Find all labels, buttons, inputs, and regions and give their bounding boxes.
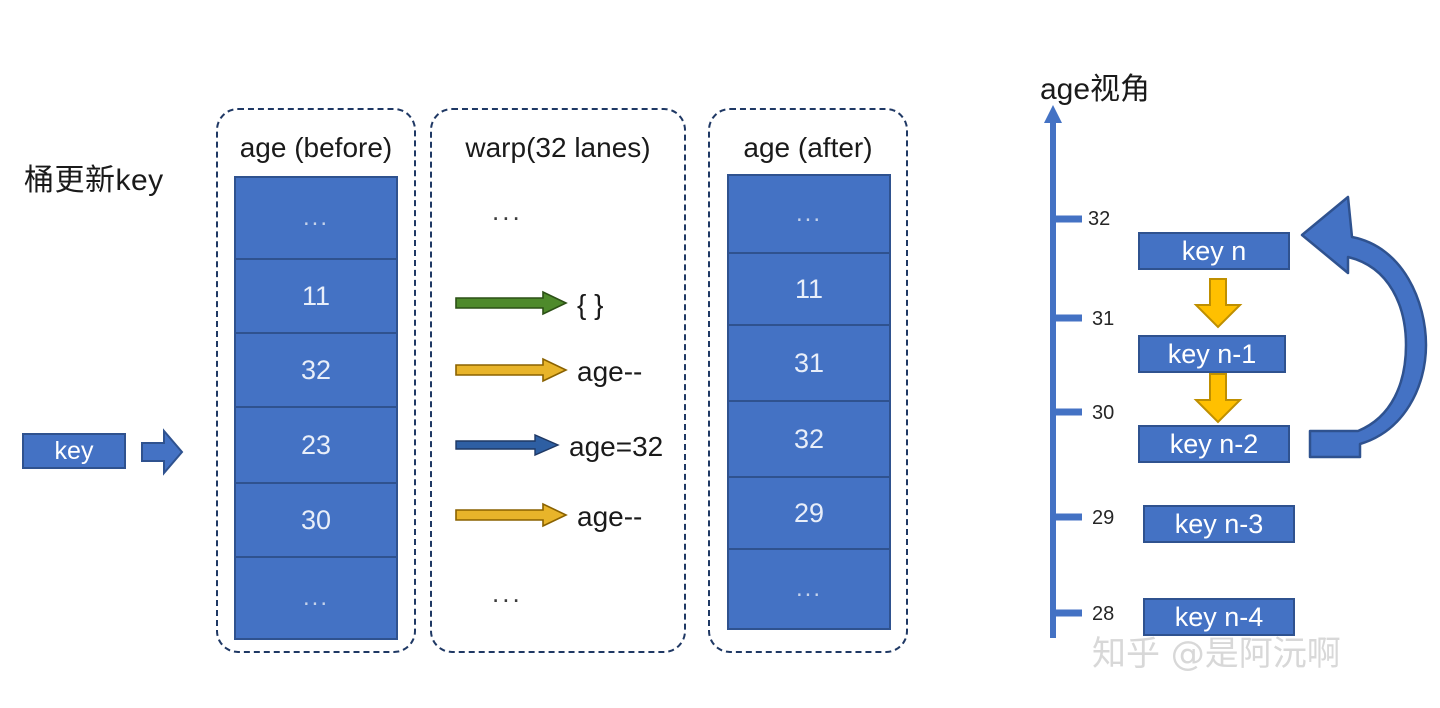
age-before-cell: 30 <box>234 482 398 558</box>
age-after-cell-stack: ... 11 31 32 29 ... <box>727 174 891 630</box>
panel-age-after: age (after) <box>708 108 908 653</box>
warp-lane-row: { } <box>455 288 603 322</box>
age-after-cell: ... <box>727 174 891 254</box>
warp-lane-row: age=32 <box>455 430 663 464</box>
key-source-box: key <box>22 433 126 469</box>
axis-tick-label: 29 <box>1092 507 1115 529</box>
age-before-cell-stack: ... 11 32 23 30 ... <box>234 176 398 640</box>
age-before-cell: ... <box>234 556 398 640</box>
key-box-n-1: key n-1 <box>1138 335 1286 373</box>
age-before-cell: 11 <box>234 258 398 334</box>
age-before-cell: 32 <box>234 332 398 408</box>
arrow-right-green-icon <box>455 290 568 320</box>
age-before-cell: 23 <box>234 406 398 484</box>
warp-lane-row: age-- <box>455 355 642 389</box>
axis-tick-label: 31 <box>1092 308 1115 330</box>
key-box-n: key n <box>1138 232 1290 270</box>
arrow-right-blue-icon <box>455 433 560 461</box>
panel-age-before: age (before) <box>216 108 416 653</box>
warp-lane-label: age-- <box>577 356 643 387</box>
age-view-title: age视角 <box>1040 73 1151 106</box>
warp-top-ellipsis: ... <box>492 196 523 226</box>
warp-lane-label: age-- <box>577 501 643 532</box>
down-arrow-gold-icon <box>1192 277 1244 334</box>
axis-tick-label: 30 <box>1092 402 1115 424</box>
axis-tick-label: 32 <box>1088 208 1111 230</box>
curved-arrow-up-left-icon <box>1300 195 1432 465</box>
watermark: 知乎 @是阿沅啊 <box>1092 634 1341 674</box>
age-before-cell: ... <box>234 176 398 260</box>
bucket-update-caption: 桶更新key <box>24 164 164 197</box>
warp-lane-label: { } <box>577 289 604 320</box>
arrow-right-gold-icon <box>455 357 568 387</box>
panel-warp-title: warp(32 lanes) <box>465 132 651 163</box>
block-arrow-right-icon <box>140 427 184 477</box>
warp-lane-label: age=32 <box>569 431 664 462</box>
panel-age-after-title: age (after) <box>743 132 873 163</box>
age-after-cell: 29 <box>727 476 891 550</box>
down-arrow-gold-icon <box>1192 372 1244 429</box>
age-after-cell: 31 <box>727 324 891 402</box>
key-box-n-2: key n-2 <box>1138 425 1290 463</box>
age-after-cell: 11 <box>727 252 891 326</box>
warp-bottom-ellipsis: ... <box>492 578 523 608</box>
axis-up-arrow-icon <box>1044 105 1104 645</box>
arrow-right-gold-icon <box>455 502 568 532</box>
panel-age-before-title: age (before) <box>239 132 393 163</box>
panel-warp: warp(32 lanes) <box>430 108 686 653</box>
key-box-n-3: key n-3 <box>1143 505 1295 543</box>
axis-tick-label: 28 <box>1092 603 1115 625</box>
age-after-cell: ... <box>727 548 891 630</box>
age-after-cell: 32 <box>727 400 891 478</box>
key-box-n-4: key n-4 <box>1143 598 1295 636</box>
warp-lane-row: age-- <box>455 500 642 534</box>
